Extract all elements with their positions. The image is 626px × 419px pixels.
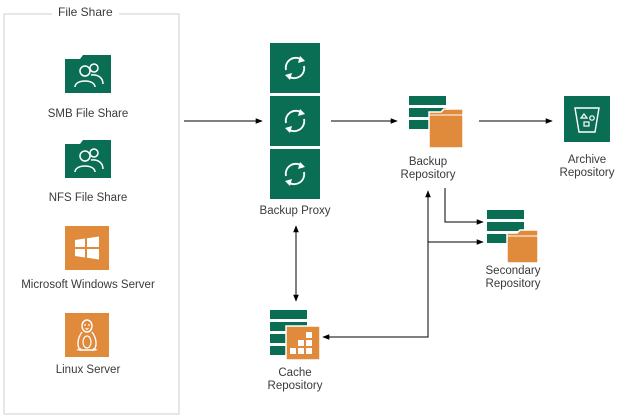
backup-proxy-label: Backup Proxy: [259, 205, 331, 217]
file-share-title: File Share: [52, 5, 119, 19]
cache-repository-server-grid-icon: [270, 310, 321, 361]
arrow-cache-backup-link: [322, 190, 431, 340]
linux-penguin-icon: [65, 313, 109, 357]
connectors: [184, 118, 553, 340]
refresh-arrows-icon: [270, 96, 320, 146]
cache-repository-label: Cache Repository: [267, 367, 323, 392]
backup-proxy-stack: [270, 43, 320, 199]
windows-logo-icon: [65, 226, 109, 270]
windows-server-label: Microsoft Windows Server: [21, 279, 155, 291]
archive-recycle-bin-icon: [564, 96, 610, 142]
refresh-arrows-icon: [270, 43, 320, 93]
smb-file-share-label: SMB File Share: [47, 108, 129, 120]
arrow-backup-repo-to-secondary: [444, 188, 484, 225]
smb-people-folder-icon: [65, 55, 111, 93]
secondary-repository-server-folder-icon: [487, 210, 539, 264]
linux-server-label: Linux Server: [55, 364, 121, 376]
backup-repository-server-folder-icon: [409, 96, 464, 149]
refresh-arrows-icon: [270, 149, 320, 199]
nfs-people-folder-icon: [65, 140, 111, 178]
secondary-repository-label: Secondary Repository: [485, 265, 541, 290]
backup-repository-label: Backup Repository: [400, 156, 456, 181]
nfs-file-share-label: NFS File Share: [48, 192, 128, 204]
archive-repository-label: Archive Repository: [559, 154, 615, 179]
